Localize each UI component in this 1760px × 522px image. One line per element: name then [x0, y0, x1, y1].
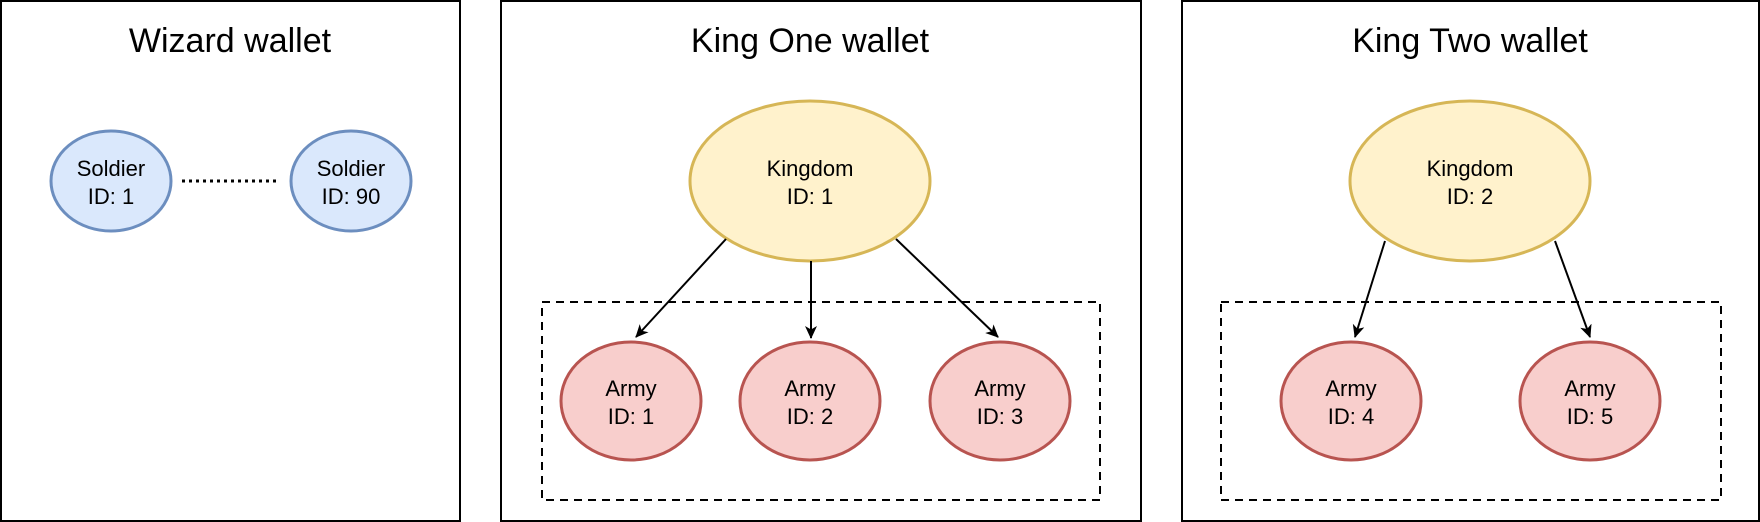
army-id: ID: 2	[787, 404, 833, 429]
panel-title: King One wallet	[691, 22, 930, 60]
kingdom-id: ID: 2	[1447, 184, 1493, 209]
panel-border	[0, 0, 461, 522]
soldier-label: Soldier	[317, 156, 385, 181]
army-ellipse	[738, 340, 882, 462]
kingdom-id: ID: 1	[787, 184, 833, 209]
soldier-node: Soldier ID: 1	[49, 129, 173, 233]
kingdom-army-arrow	[1352, 240, 1386, 338]
army-node: Army ID: 5	[1518, 340, 1662, 462]
army-ellipse	[559, 340, 703, 462]
soldier-node: Soldier ID: 90	[289, 129, 413, 233]
kingdom-army-arrow	[895, 238, 999, 338]
kingdom-node: Kingdom ID: 1	[688, 99, 932, 263]
army-id: ID: 4	[1328, 404, 1374, 429]
soldier-ellipse	[49, 129, 173, 233]
panel-king-two-wallet: King Two wallet Kingdom ID: 2 Army ID: 4…	[1181, 0, 1760, 522]
kingdom-ellipse	[688, 99, 932, 263]
army-id: ID: 5	[1567, 404, 1613, 429]
kingdom-ellipse	[1348, 99, 1592, 263]
panel-wizard-wallet: Wizard wallet Soldier ID: 1 Soldier ID: …	[0, 0, 461, 522]
kingdom-label: Kingdom	[767, 156, 854, 181]
kingdom-army-arrow	[635, 238, 727, 338]
panel-title: Wizard wallet	[129, 22, 332, 60]
kingdom-label: Kingdom	[1427, 156, 1514, 181]
panel-king-one-wallet: King One wallet Kingdom ID: 1 Army ID: 1…	[500, 0, 1142, 522]
army-label: Army	[784, 376, 835, 401]
army-id: ID: 3	[977, 404, 1023, 429]
army-node: Army ID: 2	[738, 340, 882, 462]
army-node: Army ID: 1	[559, 340, 703, 462]
soldier-id: ID: 90	[322, 184, 381, 209]
soldier-label: Soldier	[77, 156, 145, 181]
army-node: Army ID: 4	[1279, 340, 1423, 462]
army-label: Army	[605, 376, 656, 401]
army-label: Army	[974, 376, 1025, 401]
soldier-id: ID: 1	[88, 184, 134, 209]
army-label: Army	[1325, 376, 1376, 401]
army-ellipse	[1279, 340, 1423, 462]
army-id: ID: 1	[608, 404, 654, 429]
kingdom-node: Kingdom ID: 2	[1348, 99, 1592, 263]
army-ellipse	[928, 340, 1072, 462]
army-node: Army ID: 3	[928, 340, 1072, 462]
army-ellipse	[1518, 340, 1662, 462]
army-label: Army	[1564, 376, 1615, 401]
kingdom-army-arrow	[1554, 240, 1592, 338]
panel-title: King Two wallet	[1352, 22, 1588, 60]
soldier-ellipse	[289, 129, 413, 233]
